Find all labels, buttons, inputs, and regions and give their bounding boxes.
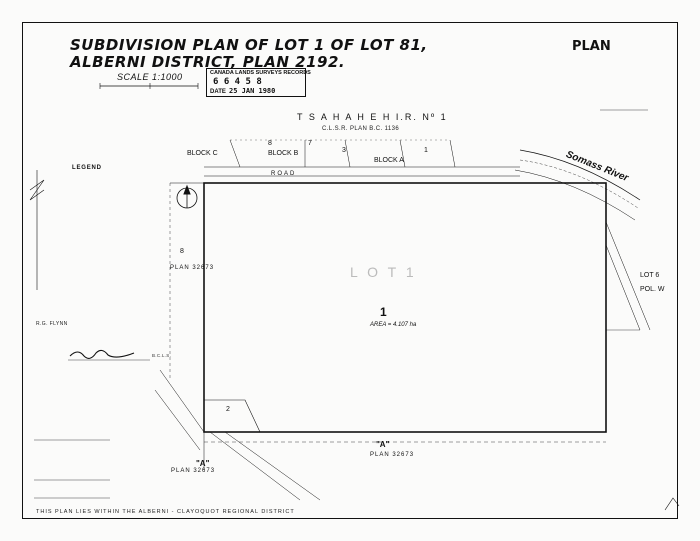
footer-note: THIS PLAN LIES WITHIN THE ALBERNI - CLAY… — [36, 509, 295, 515]
surveyor-name: R.G. FLYNN — [36, 321, 68, 327]
block-line — [399, 139, 406, 168]
plan-heading: PLAN — [572, 39, 611, 54]
scale-label: SCALE 1:1000 — [117, 72, 183, 82]
magnetic-symbol — [29, 179, 45, 201]
records-stamp: CANADA LANDS SURVEYS RECORDS 6 6 4 5 8 D… — [206, 68, 311, 97]
sheet-border — [22, 22, 678, 519]
stamp-date-label: DATE — [210, 89, 226, 95]
block-line — [344, 139, 351, 168]
road-sw — [209, 431, 301, 501]
lot-1-label: 1 — [380, 305, 387, 319]
lot-6-label: LOT 6 — [640, 272, 660, 279]
lot-2-boundary — [204, 399, 261, 433]
stamp-date: 25 JAN 1980 — [229, 87, 276, 95]
plan-32673-sw: PLAN 32673 — [171, 468, 216, 474]
ghost-lot-label: L O T 1 — [350, 264, 417, 280]
road-right — [605, 221, 651, 331]
stamp-number: 6 6 4 5 8 — [213, 77, 262, 87]
lot-1-boundary — [203, 182, 607, 433]
block-line — [229, 139, 241, 168]
road-sw — [159, 369, 205, 433]
river-bank-lower — [519, 159, 639, 209]
lot-a-label-sw: "A" — [196, 459, 210, 468]
road-label: ROAD — [271, 171, 297, 177]
plan-title-line-2: ALBERNI DISTRICT, PLAN 2192. — [70, 53, 346, 71]
corner-mark — [664, 497, 680, 511]
stamp-header: CANADA LANDS SURVEYS RECORDS — [210, 70, 311, 76]
lot-a-label: "A" — [376, 440, 390, 449]
block-c-label: BLOCK C — [187, 150, 218, 157]
plan-32673-west: PLAN 32673 — [170, 265, 215, 271]
lot-number-7: 7 — [308, 140, 312, 147]
lot-number-3: 3 — [342, 147, 346, 154]
road-sw — [154, 389, 201, 451]
block-a-label: BLOCK A — [374, 157, 404, 164]
plan-32673-south: PLAN 32673 — [370, 452, 415, 458]
north-arrow-head — [183, 184, 191, 195]
river-bank-upper — [519, 149, 641, 201]
legend-title: LEGEND — [72, 165, 102, 171]
block-line — [449, 139, 456, 168]
pol-w-label: POL. W — [640, 286, 665, 293]
lot-area: AREA = 4.107 ha — [370, 322, 417, 328]
plan-title-line-1: SUBDIVISION PLAN OF LOT 1 OF LOT 81, — [70, 36, 428, 54]
reserve-name: T S A H A H E H I.R. Nº 1 — [297, 112, 448, 122]
road-right — [605, 244, 641, 331]
block-b-label: BLOCK B — [268, 150, 299, 157]
road-sw — [224, 431, 321, 501]
lot-number-1: 1 — [424, 147, 428, 154]
lot-number-8-west: 8 — [180, 248, 184, 255]
lot-number-2: 2 — [226, 406, 230, 413]
surveyor-suffix: B.C.L.S. — [152, 353, 172, 358]
lot-number-8: 8 — [268, 140, 272, 147]
signature-stroke — [69, 349, 135, 359]
reserve-plan: C.L.S.R. PLAN B.C. 1136 — [322, 126, 400, 132]
river-bank-lower — [514, 169, 636, 221]
